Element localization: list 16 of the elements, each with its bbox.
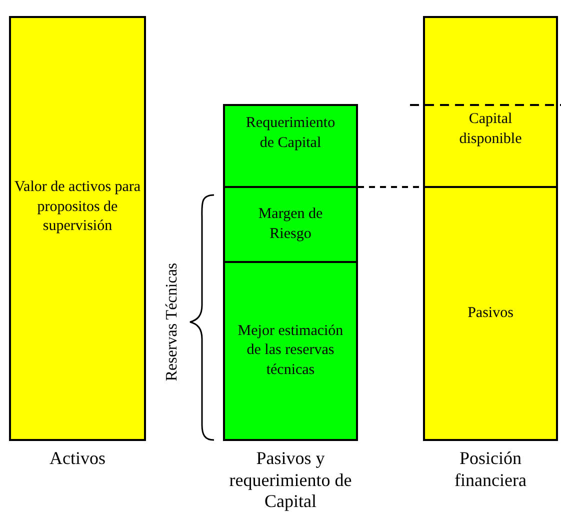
box-text: Pasivos	[468, 304, 514, 323]
column-caption: Activos	[48, 448, 106, 470]
box-text: Valor de activos para propositos de supervisión	[13, 178, 142, 236]
box-text: Requerimiento de Capital	[244, 114, 336, 152]
capital-requirement-box	[223, 104, 358, 188]
asset-bar	[9, 16, 146, 441]
box-text: Capital disponible	[458, 110, 523, 148]
column-caption: Posición financiera	[454, 448, 528, 492]
risk-margin-box	[223, 186, 358, 263]
box-text: Margen de Riesgo	[257, 205, 324, 244]
box-text: Mejor estimación de las reservas técnicas	[236, 322, 344, 380]
liabilities-box	[423, 186, 558, 441]
best-estimate-box	[223, 261, 358, 441]
available-capital-box	[423, 16, 558, 188]
bracket-label: Reservas Técnicas	[162, 262, 182, 382]
column-caption: Pasivos y requerimiento de Capital	[228, 448, 353, 513]
